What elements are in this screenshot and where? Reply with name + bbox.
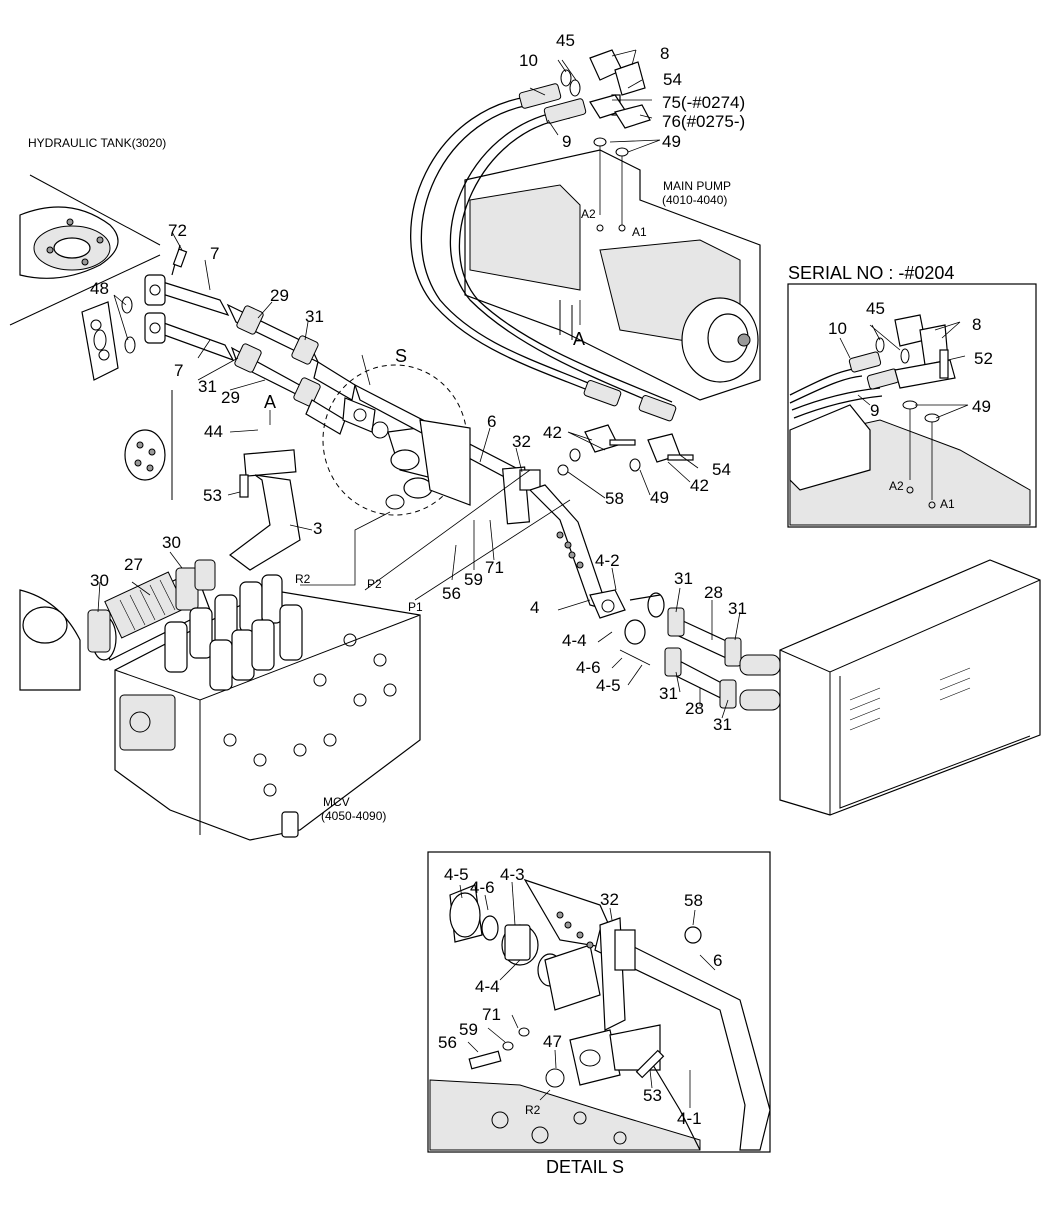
port-a1-inset: A1: [940, 497, 955, 511]
callout-27: 27: [124, 555, 143, 574]
detail-callout-4-1: 4-1: [677, 1109, 702, 1128]
detail-callout-32: 32: [600, 890, 619, 909]
callout-56: 56: [442, 584, 461, 603]
mcv-label: MCV: [323, 795, 350, 809]
callout-4-5: 4-5: [596, 676, 621, 695]
detail-callout-53: 53: [643, 1086, 662, 1105]
oil-cooler: [739, 559, 1041, 816]
main-pump-label: MAIN PUMP: [663, 179, 731, 193]
callout-7: 7: [210, 244, 219, 263]
view-letter-s: S: [395, 346, 407, 366]
inset-callout-9: 9: [870, 401, 879, 420]
callout-42-right: 42: [690, 476, 709, 495]
detail-callout-56: 56: [438, 1033, 457, 1052]
port-a2: A2: [581, 207, 596, 221]
detail-s-box: [427, 851, 771, 1153]
detail-callout-4-6: 4-6: [470, 878, 495, 897]
callout-53: 53: [203, 486, 222, 505]
callout-31-e: 31: [659, 684, 678, 703]
callout-72: 72: [168, 221, 187, 240]
callout-31: 31: [305, 307, 324, 326]
port-a1: A1: [632, 225, 647, 239]
port-p2: P2: [367, 577, 382, 591]
callout-30-left: 30: [90, 571, 109, 590]
callout-4-2: 4-2: [595, 551, 620, 570]
detail-callout-71: 71: [482, 1005, 501, 1024]
callout-4: 4: [530, 598, 539, 617]
callout-48: 48: [90, 279, 109, 298]
callout-32: 32: [512, 432, 531, 451]
callout-44: 44: [204, 422, 223, 441]
callout-28-lower: 28: [685, 699, 704, 718]
callout-28: 28: [704, 583, 723, 602]
hydraulic-tank: [9, 174, 161, 326]
inset-callout-52: 52: [974, 349, 993, 368]
callout-71: 71: [485, 558, 504, 577]
callout-49: 49: [662, 132, 681, 151]
callout-8: 8: [660, 44, 669, 63]
inset-callout-45: 45: [866, 299, 885, 318]
mcv-range: (4050-4090): [321, 809, 386, 823]
inset-callout-49: 49: [972, 397, 991, 416]
detail-callout-4-4: 4-4: [475, 977, 500, 996]
leader-lines: [97, 49, 741, 719]
seal-disk: [124, 390, 173, 500]
callout-30: 30: [162, 533, 181, 552]
view-letter-a-pump: A: [573, 329, 585, 349]
return-pipe: [353, 383, 541, 525]
callout-4-6: 4-6: [576, 658, 601, 677]
callout-54-right: 54: [712, 460, 731, 479]
callout-31-f: 31: [713, 715, 732, 734]
callout-31-d: 31: [728, 599, 747, 618]
callout-31-lower: 31: [198, 377, 217, 396]
callout-7-lower: 7: [174, 361, 183, 380]
callout-29: 29: [270, 286, 289, 305]
callout-3: 3: [313, 519, 322, 538]
detail-callout-47: 47: [543, 1032, 562, 1051]
port-p1: P1: [408, 600, 423, 614]
port-r2-detail: R2: [525, 1103, 541, 1117]
callout-4-4: 4-4: [562, 631, 587, 650]
callout-49-right: 49: [650, 488, 669, 507]
callout-58: 58: [605, 489, 624, 508]
detail-callout-4-3: 4-3: [500, 865, 525, 884]
suction-pipes: [144, 244, 356, 435]
serial-label: SERIAL NO : -#0204: [788, 263, 954, 283]
callout-76: 76(#0275-): [662, 112, 745, 131]
port-a2-inset: A2: [889, 479, 904, 493]
mcv-valve: [114, 574, 421, 841]
inset-callout-8: 8: [972, 315, 981, 334]
hydraulic-tank-label: HYDRAULIC TANK(3020): [28, 136, 166, 150]
suction-pipe-3: [19, 449, 301, 691]
callout-9: 9: [562, 132, 571, 151]
pipe-4: [528, 484, 665, 666]
detail-callout-58: 58: [684, 891, 703, 910]
port-r2: R2: [295, 572, 311, 586]
main-pump-range: (4010-4040): [662, 193, 727, 207]
callout-29-lower: 29: [221, 388, 240, 407]
inset-callout-10: 10: [828, 319, 847, 338]
callout-6: 6: [487, 412, 496, 431]
callout-75: 75(-#0274): [662, 93, 745, 112]
detail-callout-4-5: 4-5: [444, 865, 469, 884]
callout-42: 42: [543, 423, 562, 442]
callout-45: 45: [556, 31, 575, 50]
detail-callout-59: 59: [459, 1020, 478, 1039]
serial-inset: [787, 283, 1037, 528]
callout-31-c: 31: [674, 569, 693, 588]
callout-59: 59: [464, 570, 483, 589]
callout-10: 10: [519, 51, 538, 70]
view-letter-a-section: A: [264, 392, 276, 412]
main-pump: [464, 149, 761, 401]
labels: HYDRAULIC TANK(3020) MAIN PUMP (4010-404…: [28, 31, 993, 1177]
cooler-hoses: [664, 607, 742, 709]
tank-flange: [81, 296, 136, 381]
detail-s-label: DETAIL S: [546, 1157, 624, 1177]
detail-callout-6: 6: [713, 951, 722, 970]
callout-54: 54: [663, 70, 682, 89]
